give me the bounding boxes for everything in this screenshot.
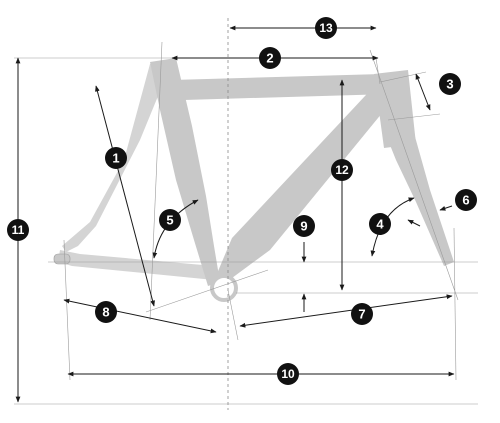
bottom-bracket (210, 274, 238, 302)
dimension-8-chain-stay (63, 298, 217, 334)
rear-dropout (53, 253, 71, 265)
badge-6: 6 (455, 189, 477, 211)
steering-axis (369, 49, 459, 301)
dimension-7-front-center (239, 294, 453, 328)
badge-12: 12 (331, 159, 353, 181)
badge-11: 11 (7, 219, 29, 241)
svg-text:5: 5 (166, 213, 173, 228)
seat-tube (150, 58, 220, 286)
badge-1: 1 (105, 147, 127, 169)
svg-text:1: 1 (112, 151, 119, 166)
top-tube (172, 74, 390, 100)
down-tube (216, 80, 396, 278)
badge-5: 5 (159, 209, 181, 231)
svg-text:10: 10 (281, 367, 295, 381)
dimension-1-seat-tube (95, 85, 155, 307)
svg-text:9: 9 (300, 219, 307, 234)
dimension-6-rake-right (439, 205, 453, 211)
badge-9: 9 (293, 215, 315, 237)
bike-frame (53, 58, 454, 302)
badge-13: 13 (315, 17, 337, 39)
front-axle-vertical (453, 227, 457, 381)
bb-drop-vertical (227, 289, 239, 341)
svg-text:7: 7 (358, 307, 365, 322)
svg-text:6: 6 (462, 193, 469, 208)
svg-text:11: 11 (12, 223, 25, 237)
badge-8: 8 (95, 301, 117, 323)
badge-10: 10 (277, 363, 299, 385)
dimension-6-rake-left (407, 219, 421, 227)
fork (384, 126, 454, 266)
svg-text:2: 2 (266, 51, 273, 66)
chain-stay (58, 250, 214, 280)
stack-top-tick (375, 57, 381, 85)
dimension-3-head-tube (415, 73, 431, 111)
head-tube-bottom-tick (387, 113, 441, 121)
badge-2: 2 (259, 47, 281, 69)
svg-text:4: 4 (376, 217, 384, 232)
badge-7: 7 (351, 303, 373, 325)
svg-text:12: 12 (335, 163, 349, 177)
svg-text:13: 13 (319, 21, 333, 35)
svg-text:3: 3 (446, 77, 453, 92)
svg-text:8: 8 (102, 305, 109, 320)
badge-4: 4 (369, 213, 391, 235)
badge-3: 3 (439, 73, 461, 95)
number-badges: 1 2 3 4 5 6 7 8 (7, 17, 477, 385)
